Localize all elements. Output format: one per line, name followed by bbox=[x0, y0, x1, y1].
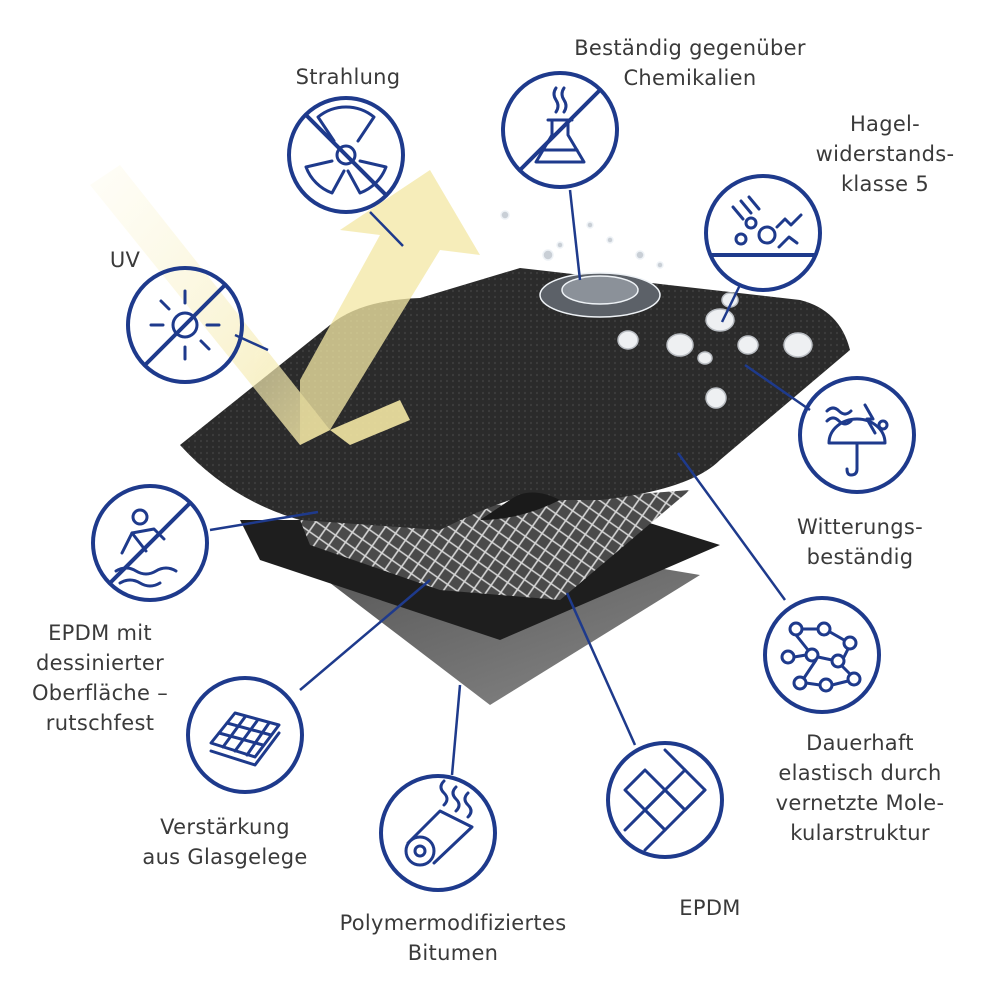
label-epdm: EPDM bbox=[679, 896, 741, 920]
label-dauerhaft: Dauerhaft elastisch durch vernetzte Mole… bbox=[775, 731, 945, 845]
leader-lines bbox=[209, 189, 811, 776]
label-epdm-surface: EPDM mit dessinierter Oberfläche – rutsc… bbox=[31, 621, 169, 735]
label-witterung: Witterungs- beständig bbox=[797, 515, 923, 569]
water-splash bbox=[500, 210, 664, 318]
label-uv: UV bbox=[109, 248, 141, 272]
chemical-flask-icon bbox=[501, 71, 619, 189]
slip-resistant-icon bbox=[91, 484, 209, 602]
label-verstaerkung: Verstärkung aus Glasgelege bbox=[142, 815, 308, 869]
label-hagel: Hagel- widerstands- klasse 5 bbox=[815, 112, 955, 196]
molecular-structure-icon bbox=[763, 596, 881, 714]
label-chemikalien: Beständig gegenüber Chemikalien bbox=[574, 36, 806, 90]
label-strahlung: Strahlung bbox=[295, 65, 401, 89]
epdm-pattern-icon bbox=[606, 741, 724, 859]
hail-icon bbox=[704, 174, 822, 292]
label-bitumen: Polymermodifiziertes Bitumen bbox=[339, 911, 567, 965]
sun-uv-icon bbox=[126, 266, 244, 384]
membrane-layers bbox=[180, 268, 850, 705]
bitumen-roll-icon bbox=[379, 774, 497, 892]
light-beams bbox=[90, 165, 480, 445]
radiation-icon bbox=[287, 96, 405, 214]
curled-corner bbox=[480, 492, 560, 520]
weather-umbrella-icon bbox=[798, 376, 916, 494]
glass-mesh-icon bbox=[186, 676, 304, 794]
